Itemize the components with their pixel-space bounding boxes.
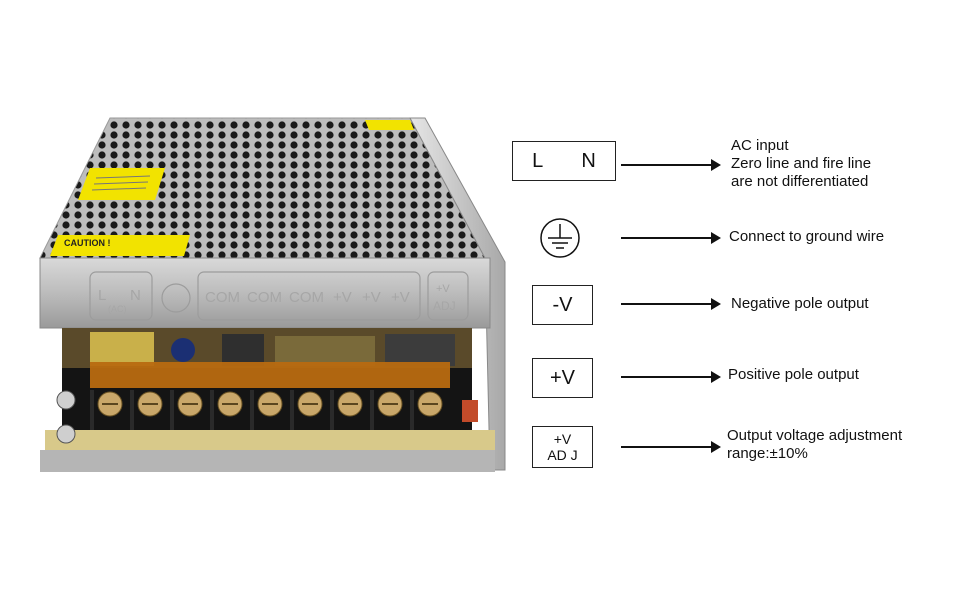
embossed-label-v-1: +V	[333, 289, 352, 306]
ln-description: AC input Zero line and fire line are not…	[731, 137, 871, 191]
embossed-label-adj: ADJ	[433, 299, 456, 313]
terminal-screw	[90, 390, 123, 442]
warning-sticker-1	[78, 168, 165, 200]
negative-terminal-symbol: -V	[532, 285, 593, 325]
terminal-screw	[250, 390, 283, 442]
adjust-description: Output voltage adjustment range:±10%	[727, 427, 902, 463]
terminal-screws	[90, 390, 443, 442]
embossed-label-n: N	[130, 287, 141, 304]
ln-arrow	[621, 159, 721, 171]
positive-description: Positive pole output	[728, 366, 859, 383]
warning-sticker-3	[365, 120, 414, 130]
embossed-label-l: L	[98, 287, 106, 304]
terminal-screw	[370, 390, 403, 442]
l-symbol: L	[532, 149, 544, 172]
bottom-pcb-edge	[45, 430, 495, 450]
warning-sticker-2	[50, 235, 190, 256]
negative-arrow	[621, 298, 721, 310]
power-supply-illustration: L N (AC) COM COM COM +V +V +V +V ADJ CAU…	[39, 117, 506, 472]
adjust-arrow	[621, 441, 721, 453]
terminal-cover-strip	[90, 362, 450, 388]
adjust-terminal-symbol: +V AD J	[532, 426, 593, 468]
ln-line-3: are not differentiated	[731, 173, 869, 190]
ln-line-1: AC input	[731, 137, 789, 154]
embossed-label-com-3: COM	[289, 289, 324, 306]
terminal-screw	[210, 390, 243, 442]
embossed-label-v-4: +V	[436, 283, 450, 295]
terminal-screw	[410, 390, 443, 442]
positive-arrow	[621, 371, 721, 383]
embossed-label-ac: (AC)	[108, 304, 127, 314]
terminal-screw	[290, 390, 323, 442]
terminal-screw	[170, 390, 203, 442]
ground-arrow	[621, 232, 721, 244]
ln-line-2: Zero line and fire line	[731, 155, 872, 172]
bottom-base-plate	[40, 450, 495, 472]
n-symbol: N	[581, 149, 596, 172]
adjust-symbol-bottom: AD J	[547, 447, 578, 463]
terminal-screw	[130, 390, 163, 442]
embossed-label-v-2: +V	[362, 289, 381, 306]
embossed-label-com-1: COM	[205, 289, 240, 306]
caution-label: CAUTION !	[64, 238, 111, 248]
ground-icon	[540, 218, 580, 258]
ln-terminal-symbol: L N	[512, 141, 616, 181]
adjust-line-2: range:±10%	[727, 445, 808, 462]
ground-description: Connect to ground wire	[729, 228, 885, 245]
adjust-line-1: Output voltage adjustment	[727, 427, 903, 444]
embossed-label-v-3: +V	[391, 289, 410, 306]
embossed-label-com-2: COM	[247, 289, 282, 306]
negative-description: Negative pole output	[731, 295, 869, 312]
adjust-symbol-top: +V	[553, 431, 572, 447]
front-label-band	[39, 257, 491, 329]
terminal-screw	[330, 390, 363, 442]
positive-terminal-symbol: +V	[532, 358, 593, 398]
